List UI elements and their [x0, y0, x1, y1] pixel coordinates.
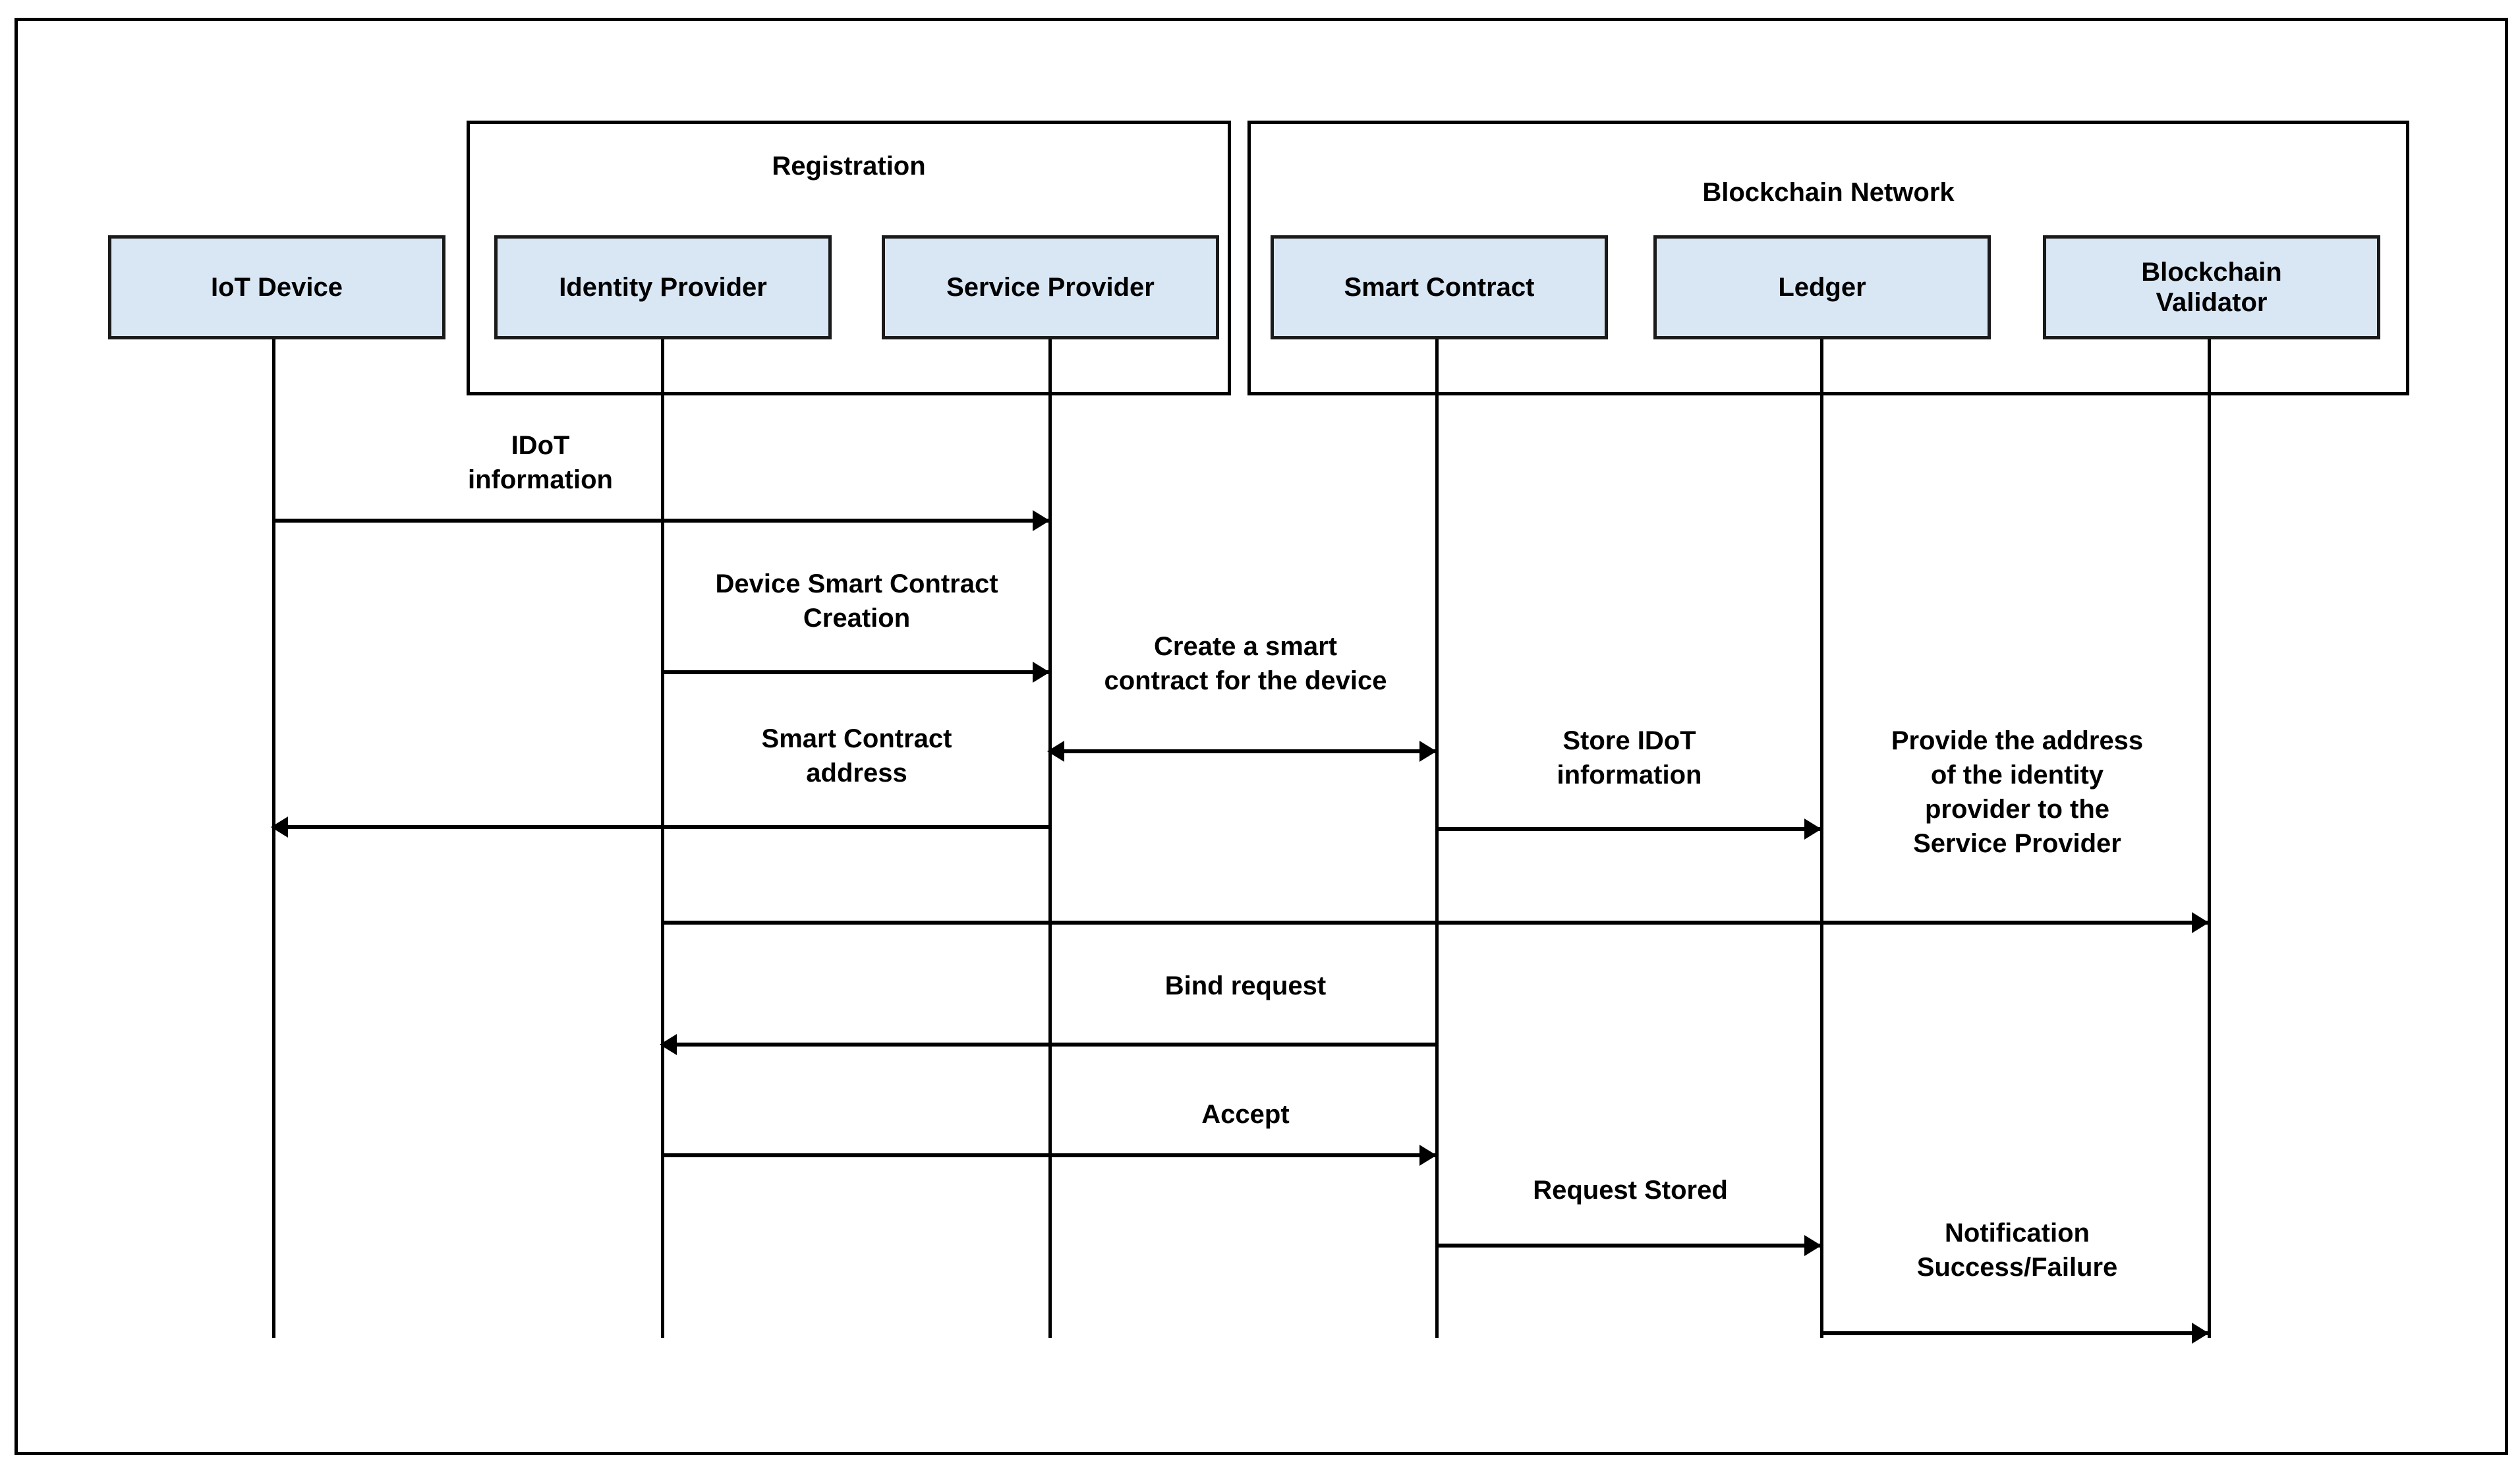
- arrow-head-right-store-idot-information: [1804, 819, 1821, 840]
- lifeline-identity-provider: [661, 339, 664, 1338]
- arrow-head-right-idot-information: [1033, 510, 1050, 531]
- lifeline-blockchain-validator: [2208, 339, 2211, 1338]
- message-label-accept: Accept: [1201, 1100, 1290, 1129]
- arrow-head-left-smart-contract-address: [271, 817, 288, 838]
- arrow-head-right-provide-the-address-of-the-identity-provider-to-: [2192, 912, 2209, 933]
- actor-box-service-provider[interactable]: Service Provider: [882, 235, 1219, 339]
- message-line-notification-success-failure: [1820, 1331, 2208, 1335]
- message-label-request-stored: Request Stored: [1533, 1176, 1728, 1205]
- message-line-accept: [661, 1153, 1435, 1157]
- actor-box-identity-provider[interactable]: Identity Provider: [494, 235, 832, 339]
- arrow-head-right-request-stored: [1804, 1235, 1821, 1256]
- arrow-head-left-bind-request: [660, 1034, 677, 1055]
- message-line-bind-request: [661, 1043, 1435, 1047]
- actor-box-iot-device[interactable]: IoT Device: [108, 235, 445, 339]
- actor-box-smart-contract[interactable]: Smart Contract: [1271, 235, 1608, 339]
- message-line-request-stored: [1435, 1244, 1820, 1248]
- message-line-create-a-smart-contract-for-the-device: [1048, 749, 1435, 753]
- message-line-device-smart-contract-creation: [661, 670, 1048, 674]
- group-label-registration: Registration: [772, 152, 926, 181]
- message-label-bind-request: Bind request: [1164, 971, 1327, 1000]
- arrow-head-right-create-a-smart-contract-for-the-device: [1419, 741, 1437, 762]
- actor-label-iot-device: IoT Device: [210, 273, 343, 302]
- message-line-store-idot-information: [1435, 827, 1820, 831]
- arrow-head-right-device-smart-contract-creation: [1033, 662, 1050, 683]
- actor-label-ledger: Ledger: [1778, 273, 1866, 302]
- lifeline-smart-contract: [1435, 339, 1439, 1338]
- lifeline-iot-device: [272, 339, 275, 1338]
- actor-label-identity-provider: Identity Provider: [559, 273, 767, 302]
- message-line-idot-information: [272, 519, 1048, 523]
- message-line-provide-the-address-of-the-identity-provider-to-: [661, 921, 2208, 925]
- group-box-registration: [467, 121, 1231, 395]
- message-line-smart-contract-address: [272, 825, 1048, 829]
- actor-box-ledger[interactable]: Ledger: [1653, 235, 1991, 339]
- arrow-head-right-accept: [1419, 1145, 1437, 1166]
- arrow-head-left-create-a-smart-contract-for-the-device: [1047, 741, 1064, 762]
- group-label-blockchain-network: Blockchain Network: [1702, 178, 1955, 207]
- diagram-outer-frame: [14, 18, 2508, 1455]
- lifeline-service-provider: [1048, 339, 1052, 1338]
- arrow-head-right-notification-success-failure: [2192, 1323, 2209, 1344]
- group-box-blockchain-network: [1247, 121, 2409, 395]
- lifeline-ledger: [1820, 339, 1823, 1338]
- actor-label-service-provider: Service Provider: [946, 273, 1155, 302]
- actor-label-smart-contract: Smart Contract: [1344, 273, 1535, 302]
